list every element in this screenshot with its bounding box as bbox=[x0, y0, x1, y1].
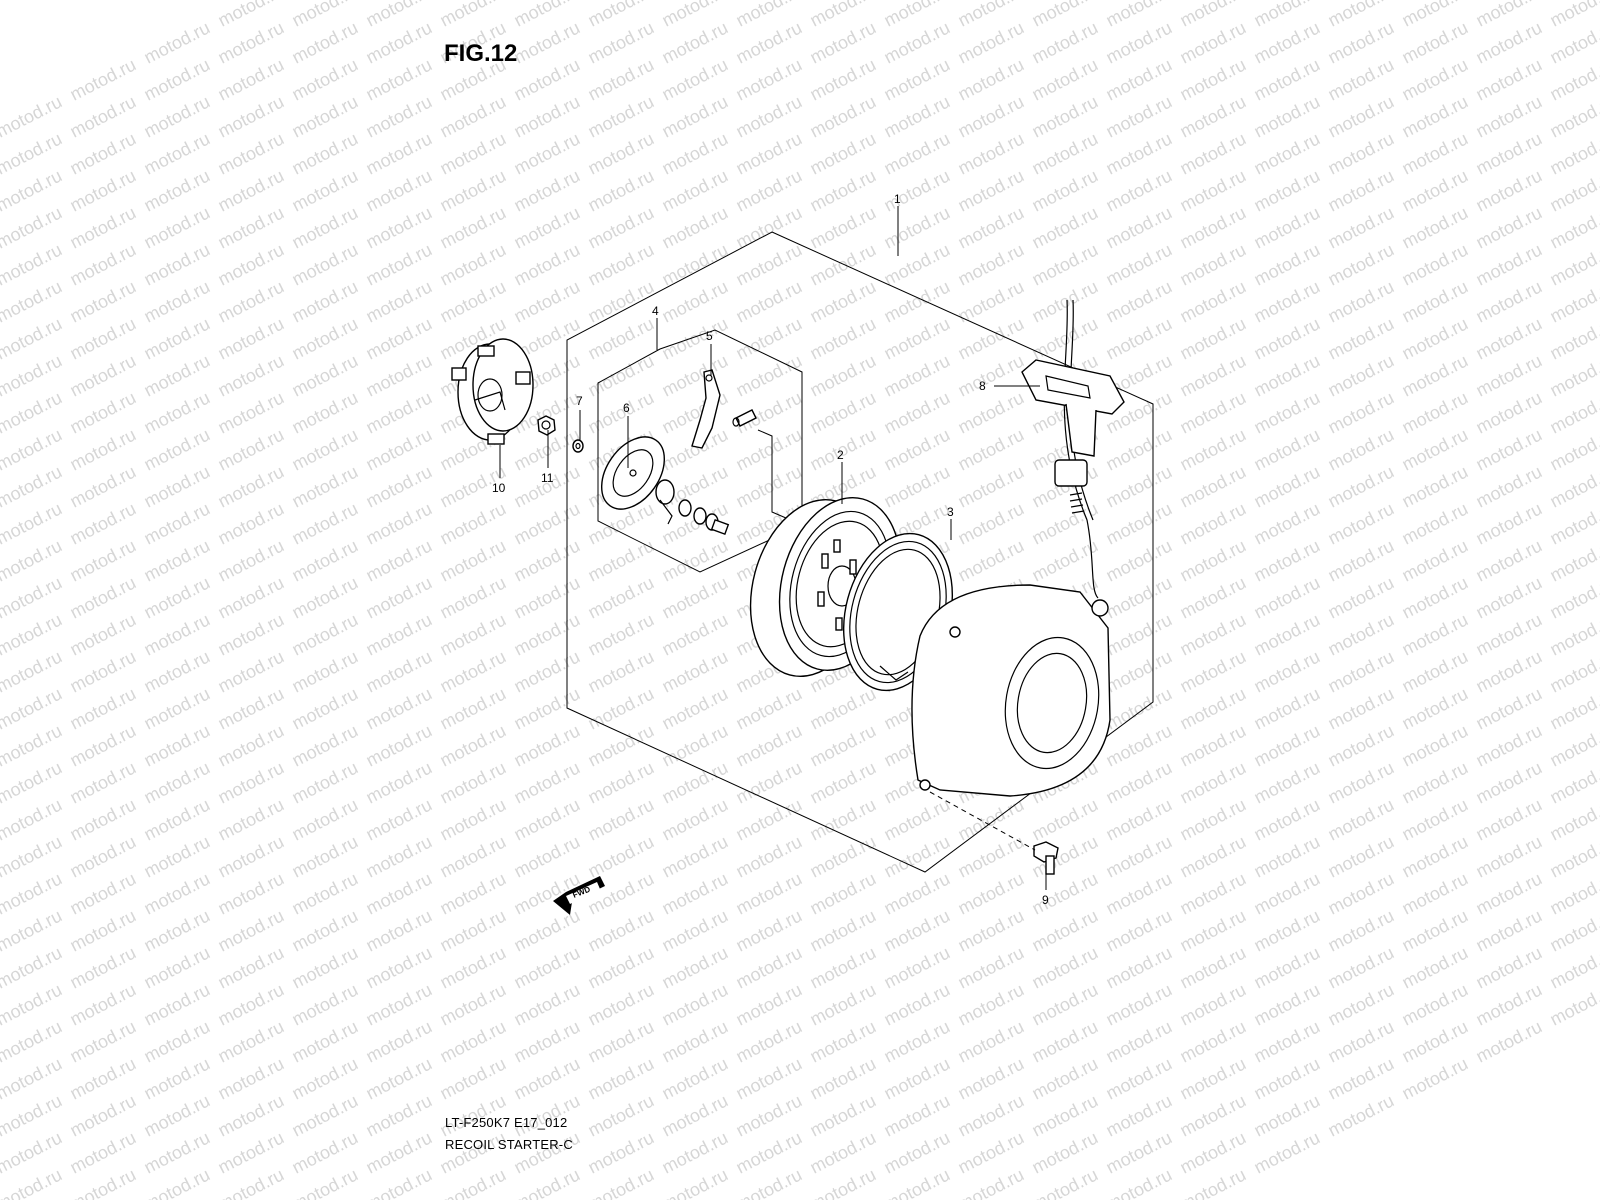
callout-1: 1 bbox=[894, 192, 901, 206]
part-9-bolt bbox=[929, 791, 1059, 875]
callout-8: 8 bbox=[979, 379, 986, 393]
leader-lines bbox=[499, 206, 1047, 890]
part-springs bbox=[655, 479, 730, 535]
figure-name: RECOIL STARTER-C bbox=[445, 1137, 573, 1152]
callout-2: 2 bbox=[837, 448, 844, 462]
callout-9: 9 bbox=[1042, 893, 1049, 907]
part-1-housing bbox=[911, 584, 1111, 797]
figure-title: FIG.12 bbox=[444, 40, 518, 67]
callout-11: 11 bbox=[541, 471, 554, 485]
subassembly-outline bbox=[597, 329, 803, 573]
callout-3: 3 bbox=[947, 505, 954, 519]
callouts: 1 2 3 4 5 6 7 8 9 10 11 bbox=[492, 192, 1049, 907]
part-5-pawl bbox=[691, 369, 757, 449]
callout-5: 5 bbox=[706, 329, 713, 343]
part-6-plate bbox=[600, 436, 666, 510]
assembly-outline bbox=[566, 231, 1154, 873]
part-8-handle bbox=[1021, 359, 1125, 457]
part-11-nut bbox=[537, 415, 556, 436]
part-7-washer bbox=[572, 439, 584, 453]
figure-code: LT-F250K7 E17_012 bbox=[445, 1115, 568, 1130]
part-10-drum bbox=[451, 338, 534, 445]
callout-6: 6 bbox=[623, 401, 630, 415]
callout-4: 4 bbox=[652, 304, 659, 318]
callout-7: 7 bbox=[576, 394, 583, 408]
callout-10: 10 bbox=[492, 481, 506, 495]
